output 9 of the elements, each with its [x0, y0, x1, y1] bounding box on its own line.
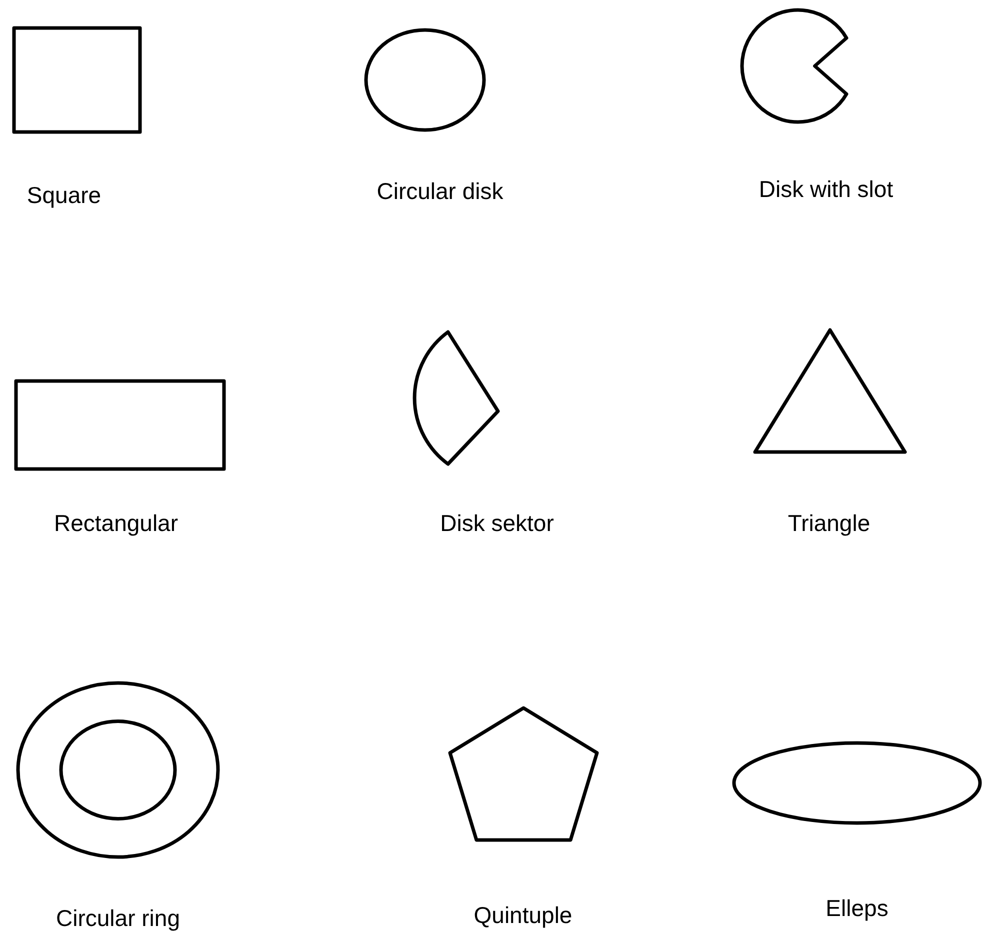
shape-caption: Elleps — [826, 895, 888, 922]
shape-caption: Circular ring — [56, 905, 180, 932]
shape-caption: Circular disk — [376, 178, 504, 205]
shape-caption: Disk sektor — [440, 510, 554, 537]
shape-caption: Square — [26, 182, 102, 209]
shape-caption: Disk with slot — [758, 176, 894, 203]
shape-caption: Quintuple — [474, 902, 572, 929]
shape-caption: Rectangular — [54, 510, 178, 537]
shape-caption: Triangle — [788, 510, 870, 537]
